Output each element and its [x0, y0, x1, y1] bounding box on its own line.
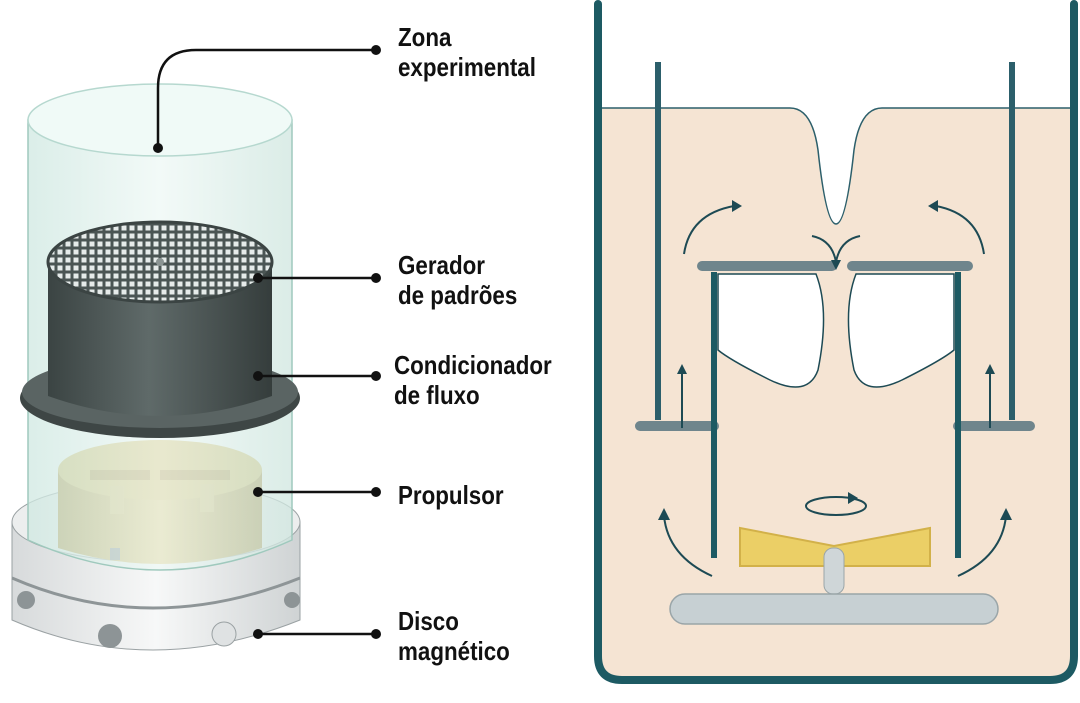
label-line: de padrões — [398, 280, 518, 310]
label-zona-experimental: Zona experimental — [398, 22, 536, 82]
label-condicionador-fluxo: Condicionador de fluxo — [394, 350, 552, 410]
label-disco-magnetico: Disco magnético — [398, 606, 510, 666]
label-line: Propulsor — [398, 480, 504, 510]
leader-dots — [153, 45, 381, 639]
leader-lines — [156, 48, 376, 636]
pattern-generator — [46, 220, 274, 416]
cross-section-diagram — [594, 0, 1078, 684]
label-line: Condicionador — [394, 350, 552, 380]
label-line: Disco — [398, 606, 459, 636]
label-line: de fluxo — [394, 380, 480, 410]
label-line: magnético — [398, 636, 510, 666]
curved-arrow-icon — [663, 205, 1007, 577]
label-gerador-padroes: Gerador de padrões — [398, 250, 517, 310]
label-line: Gerador — [398, 250, 485, 280]
circular-arrow-icon — [805, 492, 867, 516]
label-propulsor: Propulsor — [398, 480, 504, 510]
label-line: Zona — [398, 22, 452, 52]
label-line: experimental — [398, 52, 536, 82]
